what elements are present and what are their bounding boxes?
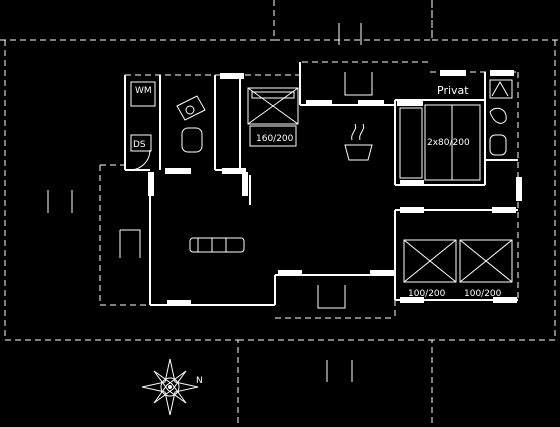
living-room — [189, 237, 245, 253]
window — [490, 70, 514, 76]
bed3-size-label-b: 100/200 — [464, 289, 502, 299]
sink-icon — [176, 95, 206, 121]
window — [148, 172, 154, 196]
terrace-markers — [47, 23, 362, 382]
toilet-icon — [181, 127, 203, 153]
window — [306, 100, 332, 106]
window — [167, 300, 191, 306]
bedroom-3: 100/200 100/200 — [403, 239, 513, 299]
window — [516, 177, 522, 201]
kitchen — [344, 123, 373, 161]
window — [397, 100, 423, 106]
window — [358, 100, 384, 106]
bed3-size-label-a: 100/200 — [408, 289, 446, 299]
utility-room: WM DS — [129, 81, 206, 171]
window — [220, 73, 244, 79]
window — [492, 207, 516, 213]
double-bed-icon — [247, 87, 299, 125]
window — [242, 172, 248, 196]
single-bed-icon — [403, 239, 457, 283]
window — [400, 207, 424, 213]
toilet-icon — [489, 134, 507, 156]
shower-icon — [130, 134, 152, 152]
window — [222, 168, 246, 174]
privat-bath: Privat — [437, 79, 513, 156]
doors — [119, 72, 373, 309]
window — [400, 297, 424, 303]
window — [165, 168, 191, 174]
compass-north-label: N — [196, 376, 203, 386]
shower-icon — [489, 79, 513, 99]
window — [400, 180, 424, 186]
single-bed-icon — [459, 239, 513, 283]
windows — [148, 70, 522, 306]
sink-icon — [489, 107, 507, 124]
washing-machine-icon — [130, 81, 156, 107]
bedroom-1: 160/200 — [247, 87, 299, 147]
window — [370, 270, 394, 276]
compass-rose-icon: N — [141, 358, 203, 416]
bed2-size-label: 2x80/200 — [427, 138, 470, 148]
privat-label: Privat — [437, 84, 469, 97]
window — [278, 270, 302, 276]
sofa-icon — [189, 237, 245, 253]
bedroom-2: 2x80/200 — [399, 104, 481, 181]
stove-icon — [344, 144, 373, 161]
ds-label: DS — [133, 140, 146, 150]
window — [440, 70, 466, 76]
window — [493, 297, 517, 303]
bed1-size-label: 160/200 — [256, 134, 294, 144]
wm-label: WM — [135, 86, 152, 96]
